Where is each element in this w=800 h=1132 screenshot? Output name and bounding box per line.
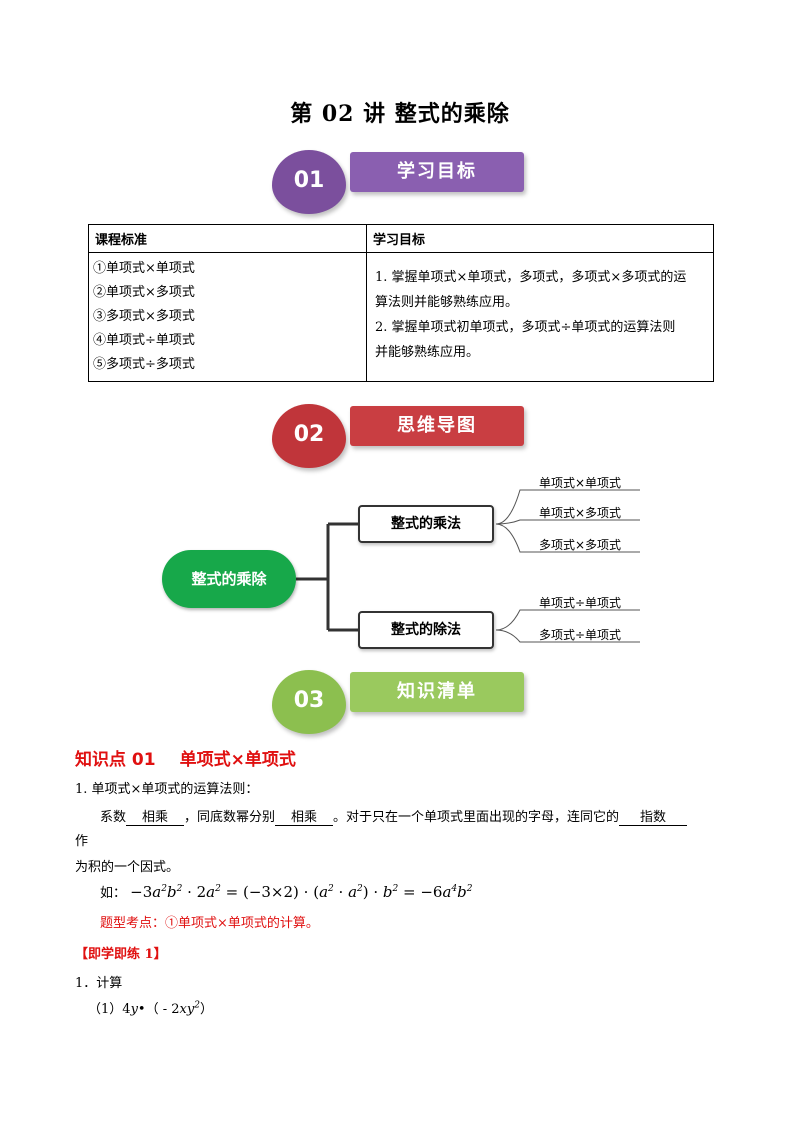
practice-heading: 【即学即练 1】 [75, 947, 167, 962]
table-header-goals: 学习目标 [366, 224, 714, 253]
mindmap-branch-divide: 整式的除法 [358, 611, 494, 649]
mindmap-leaf: 单项式×单项式 [538, 476, 622, 490]
mindmap-leaf: 多项式×多项式 [538, 538, 622, 552]
leaf-connector [495, 629, 640, 643]
knowledge-point-title: 单项式×单项式 [179, 750, 296, 770]
banner-label-bar: 知识清单 [350, 672, 524, 712]
goal-line: 2. 掌握单项式初单项式，多项式÷单项式的运算法则 [375, 320, 676, 335]
mindmap-leaf: 单项式÷单项式 [538, 596, 622, 610]
mind-map-connectors [296, 489, 640, 643]
standards-cell: ①单项式×单项式 ②单项式×多项式 ③多项式×多项式 ④单项式÷单项式 ⑤多项式… [88, 252, 367, 382]
fill-blank: 指数 [619, 806, 688, 826]
section-banner-knowledge: 03 知识清单 [272, 670, 532, 734]
mindmap-branch-multiply: 整式的乘法 [358, 505, 494, 543]
standard-item: ③多项式×多项式 [93, 309, 195, 324]
example-line: 如： −3a2b2 · 2a2 = (−3×2) · (a2 · a2) · b… [100, 882, 473, 901]
fill-blank: 相乘 [126, 806, 185, 826]
standard-item: ④单项式÷单项式 [93, 333, 195, 348]
banner-number: 02 [293, 422, 325, 447]
table-header-standards: 课程标准 [88, 224, 367, 253]
objectives-table: 课程标准 学习目标 ①单项式×单项式 ②单项式×多项式 ③多项式×多项式 ④单项… [88, 224, 714, 382]
goal-line: 算法则并能够熟练应用。 [375, 295, 519, 310]
example-prefix: 如： [100, 886, 127, 901]
rule-text-part: ，同底数幂分别 [184, 810, 276, 825]
standard-item: ①单项式×单项式 [93, 261, 195, 276]
goal-line: 并能够熟练应用。 [375, 345, 480, 360]
question-1: （1）4y•（ - 2xy2） [88, 998, 213, 1017]
fill-blank: 相乘 [275, 806, 334, 826]
question-number: 1．计算 [75, 976, 123, 991]
rule-text: 系数相乘，同底数幂分别相乘。对于只在一个单项式里面出现的字母，连同它的指数 [100, 806, 688, 826]
banner-number-disk: 01 [272, 150, 346, 214]
banner-label: 学习目标 [397, 161, 477, 182]
section-banner-mindmap: 02 思维导图 [272, 404, 532, 468]
banner-label: 知识清单 [397, 681, 477, 702]
section-banner-objectives: 01 学习目标 [272, 150, 532, 214]
rule-text-part: 系数 [100, 810, 127, 825]
example-formula: −3a2b2 · 2a2 = (−3×2) · (a2 · a2) · b2 =… [130, 883, 473, 901]
banner-label-bar: 学习目标 [350, 152, 524, 192]
banner-number: 01 [293, 168, 325, 193]
banner-number: 03 [293, 688, 325, 713]
rule-text-end: 为积的一个因式。 [75, 860, 180, 875]
standard-item: ②单项式×多项式 [93, 285, 195, 300]
topic-hint: 题型考点：①单项式×单项式的计算。 [100, 916, 319, 931]
mindmap-root: 整式的乘除 [162, 550, 296, 608]
goal-line: 1. 掌握单项式×单项式，多项式，多项式×多项式的运 [375, 270, 687, 285]
mindmap-leaf: 多项式÷单项式 [538, 628, 622, 642]
rule-text-wrap: 作 [75, 834, 89, 849]
rule-title: 1. 单项式×单项式的运算法则： [75, 782, 259, 797]
goals-cell: 1. 掌握单项式×单项式，多项式，多项式×多项式的运 算法则并能够熟练应用。 2… [366, 252, 714, 382]
banner-number-disk: 02 [272, 404, 346, 468]
question-expression: 4y•（ - 2xy2） [122, 1000, 213, 1017]
mind-map: 整式的乘除 整式的乘法 整式的除法 单项式×单项式 单项式×多项式 多项式×多项… [150, 470, 650, 660]
banner-label: 思维导图 [397, 415, 477, 436]
page-title: 第 02 讲 整式的乘除 [290, 101, 510, 127]
standard-item: ⑤多项式÷多项式 [93, 357, 195, 372]
banner-label-bar: 思维导图 [350, 406, 524, 446]
mindmap-leaf: 单项式×多项式 [538, 506, 622, 520]
banner-number-disk: 03 [272, 670, 346, 734]
question-label: （1） [88, 1002, 123, 1017]
knowledge-point-heading: 知识点 01 单项式×单项式 [75, 745, 296, 770]
knowledge-point-label: 知识点 01 [75, 750, 156, 770]
rule-text-part: 。对于只在一个单项式里面出现的字母，连同它的 [333, 810, 620, 825]
leaf-connector [495, 523, 640, 553]
